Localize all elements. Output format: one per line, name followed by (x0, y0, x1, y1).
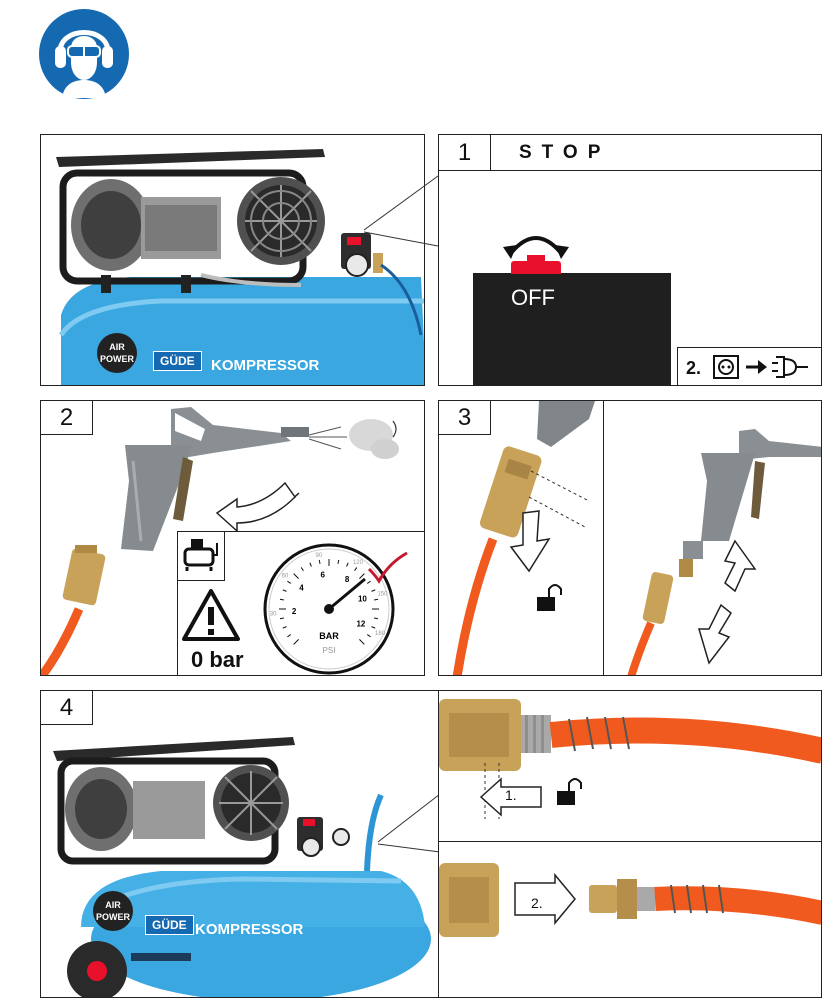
air-power-badge: AIR POWER (97, 333, 137, 373)
gauge-tick (374, 598, 379, 601)
gauge-psi-tick-label: 60 (282, 573, 289, 579)
air-power-badge: AIR POWER (93, 891, 133, 931)
step1-header: 1 STOP (439, 135, 821, 171)
plug-icon (772, 356, 808, 378)
gauge-tick (346, 562, 349, 567)
badge-text: AIR POWER (95, 900, 130, 922)
step3-divider (603, 401, 605, 675)
gauge-unit-psi: PSI (323, 646, 336, 655)
step2-panel: 2 (40, 400, 425, 676)
gauge-tick (293, 639, 299, 645)
detail-divider (439, 841, 821, 843)
unplug-number: 2. (686, 358, 702, 378)
gauge-tick (282, 589, 287, 592)
gauge-psi-tick-label: 90 (316, 553, 323, 559)
product-label: KOMPRESSOR (195, 921, 304, 938)
checkmark-icon (367, 551, 408, 584)
gauge-tick (318, 559, 321, 564)
gauge-tick (337, 559, 340, 564)
gauge-tick (359, 573, 365, 579)
ppe-sign (38, 8, 130, 100)
pressure-gauge: 2 4 6 8 10 12 30 60 90 120 150 180 BAR PSI (263, 543, 395, 675)
step1-panel: 1 STOP OFF 2. (438, 134, 822, 386)
rotate-arrow-icon (503, 236, 569, 259)
brand-label: GÜDE (153, 351, 202, 371)
step3-panel: 3 (438, 400, 822, 676)
gauge-psi-tick-label: 120 (353, 560, 364, 566)
gauge-tick (371, 626, 376, 629)
zero-bar-label: 0 bar (191, 647, 244, 672)
off-label: OFF (511, 285, 555, 310)
gauge-tick (287, 580, 292, 584)
warning-icon (182, 589, 240, 641)
arrow-1-label: 1. (505, 787, 517, 803)
callout-lines (363, 175, 439, 247)
gauge-tick (279, 617, 284, 620)
switch-button (511, 261, 561, 274)
gauge-psi-tick-label: 30 (270, 611, 277, 617)
gauge-tick (359, 639, 365, 645)
compressor-icon (183, 539, 218, 571)
gauge-tick (366, 580, 371, 584)
socket-icon (713, 355, 739, 379)
compressor-full-illustration (53, 737, 431, 997)
step4-detail-panel: 1. 2. (438, 690, 822, 998)
brand-label: GÜDE (145, 915, 194, 935)
switch-housing (473, 273, 671, 385)
step-number: 1 (439, 135, 491, 171)
callout-lines (377, 793, 441, 853)
step4-panel: 4 AIR POWER GÜDE KOMPRESSOR (40, 690, 440, 998)
gauge-bar-tick-label: 2 (292, 607, 297, 616)
hose-connection-illustration (439, 699, 821, 937)
gauge-tick (282, 626, 287, 629)
gauge-tick (354, 567, 358, 572)
gauge-bar-tick-label: 6 (320, 571, 325, 580)
unplug-instruction: 2. (677, 347, 821, 385)
compressor-overview-panel: AIR POWER GÜDE KOMPRESSOR (40, 134, 425, 386)
step-title: STOP (519, 142, 611, 163)
gauge-bar-tick-label: 10 (358, 595, 367, 604)
blow-gun-illustration (41, 407, 399, 675)
gauge-psi-tick-label: 180 (375, 631, 386, 637)
compressor-illustration (56, 149, 424, 385)
gauge-bar-tick-label: 8 (345, 575, 350, 584)
gauge-tick (374, 617, 379, 620)
gauge-bar-tick-label: 12 (356, 619, 365, 628)
switch-button-top (527, 255, 545, 263)
gauge-psi-tick-label: 150 (377, 591, 388, 597)
gauge-unit-bar: BAR (319, 631, 339, 641)
gauge-tick (279, 598, 284, 601)
step-number: 2 (41, 401, 93, 435)
gauge-tick (371, 589, 376, 592)
step-number: 4 (41, 691, 93, 725)
gauge-tick (300, 567, 304, 572)
step-number: 3 (439, 401, 491, 435)
product-label: KOMPRESSOR (211, 357, 320, 374)
arrow-right-icon (746, 360, 767, 374)
gauge-tick (287, 634, 292, 638)
coupling-release-illustration (452, 401, 821, 675)
arrow-2-label: 2. (531, 895, 543, 911)
gauge-tick (309, 562, 312, 567)
gauge-tick (366, 634, 371, 638)
compressor-icon-box (177, 531, 225, 581)
gauge-tick (293, 573, 299, 579)
gauge-bar-tick-label: 4 (299, 583, 304, 592)
ear-and-eye-protection-icon (39, 9, 129, 99)
badge-text: AIR POWER (99, 342, 134, 364)
